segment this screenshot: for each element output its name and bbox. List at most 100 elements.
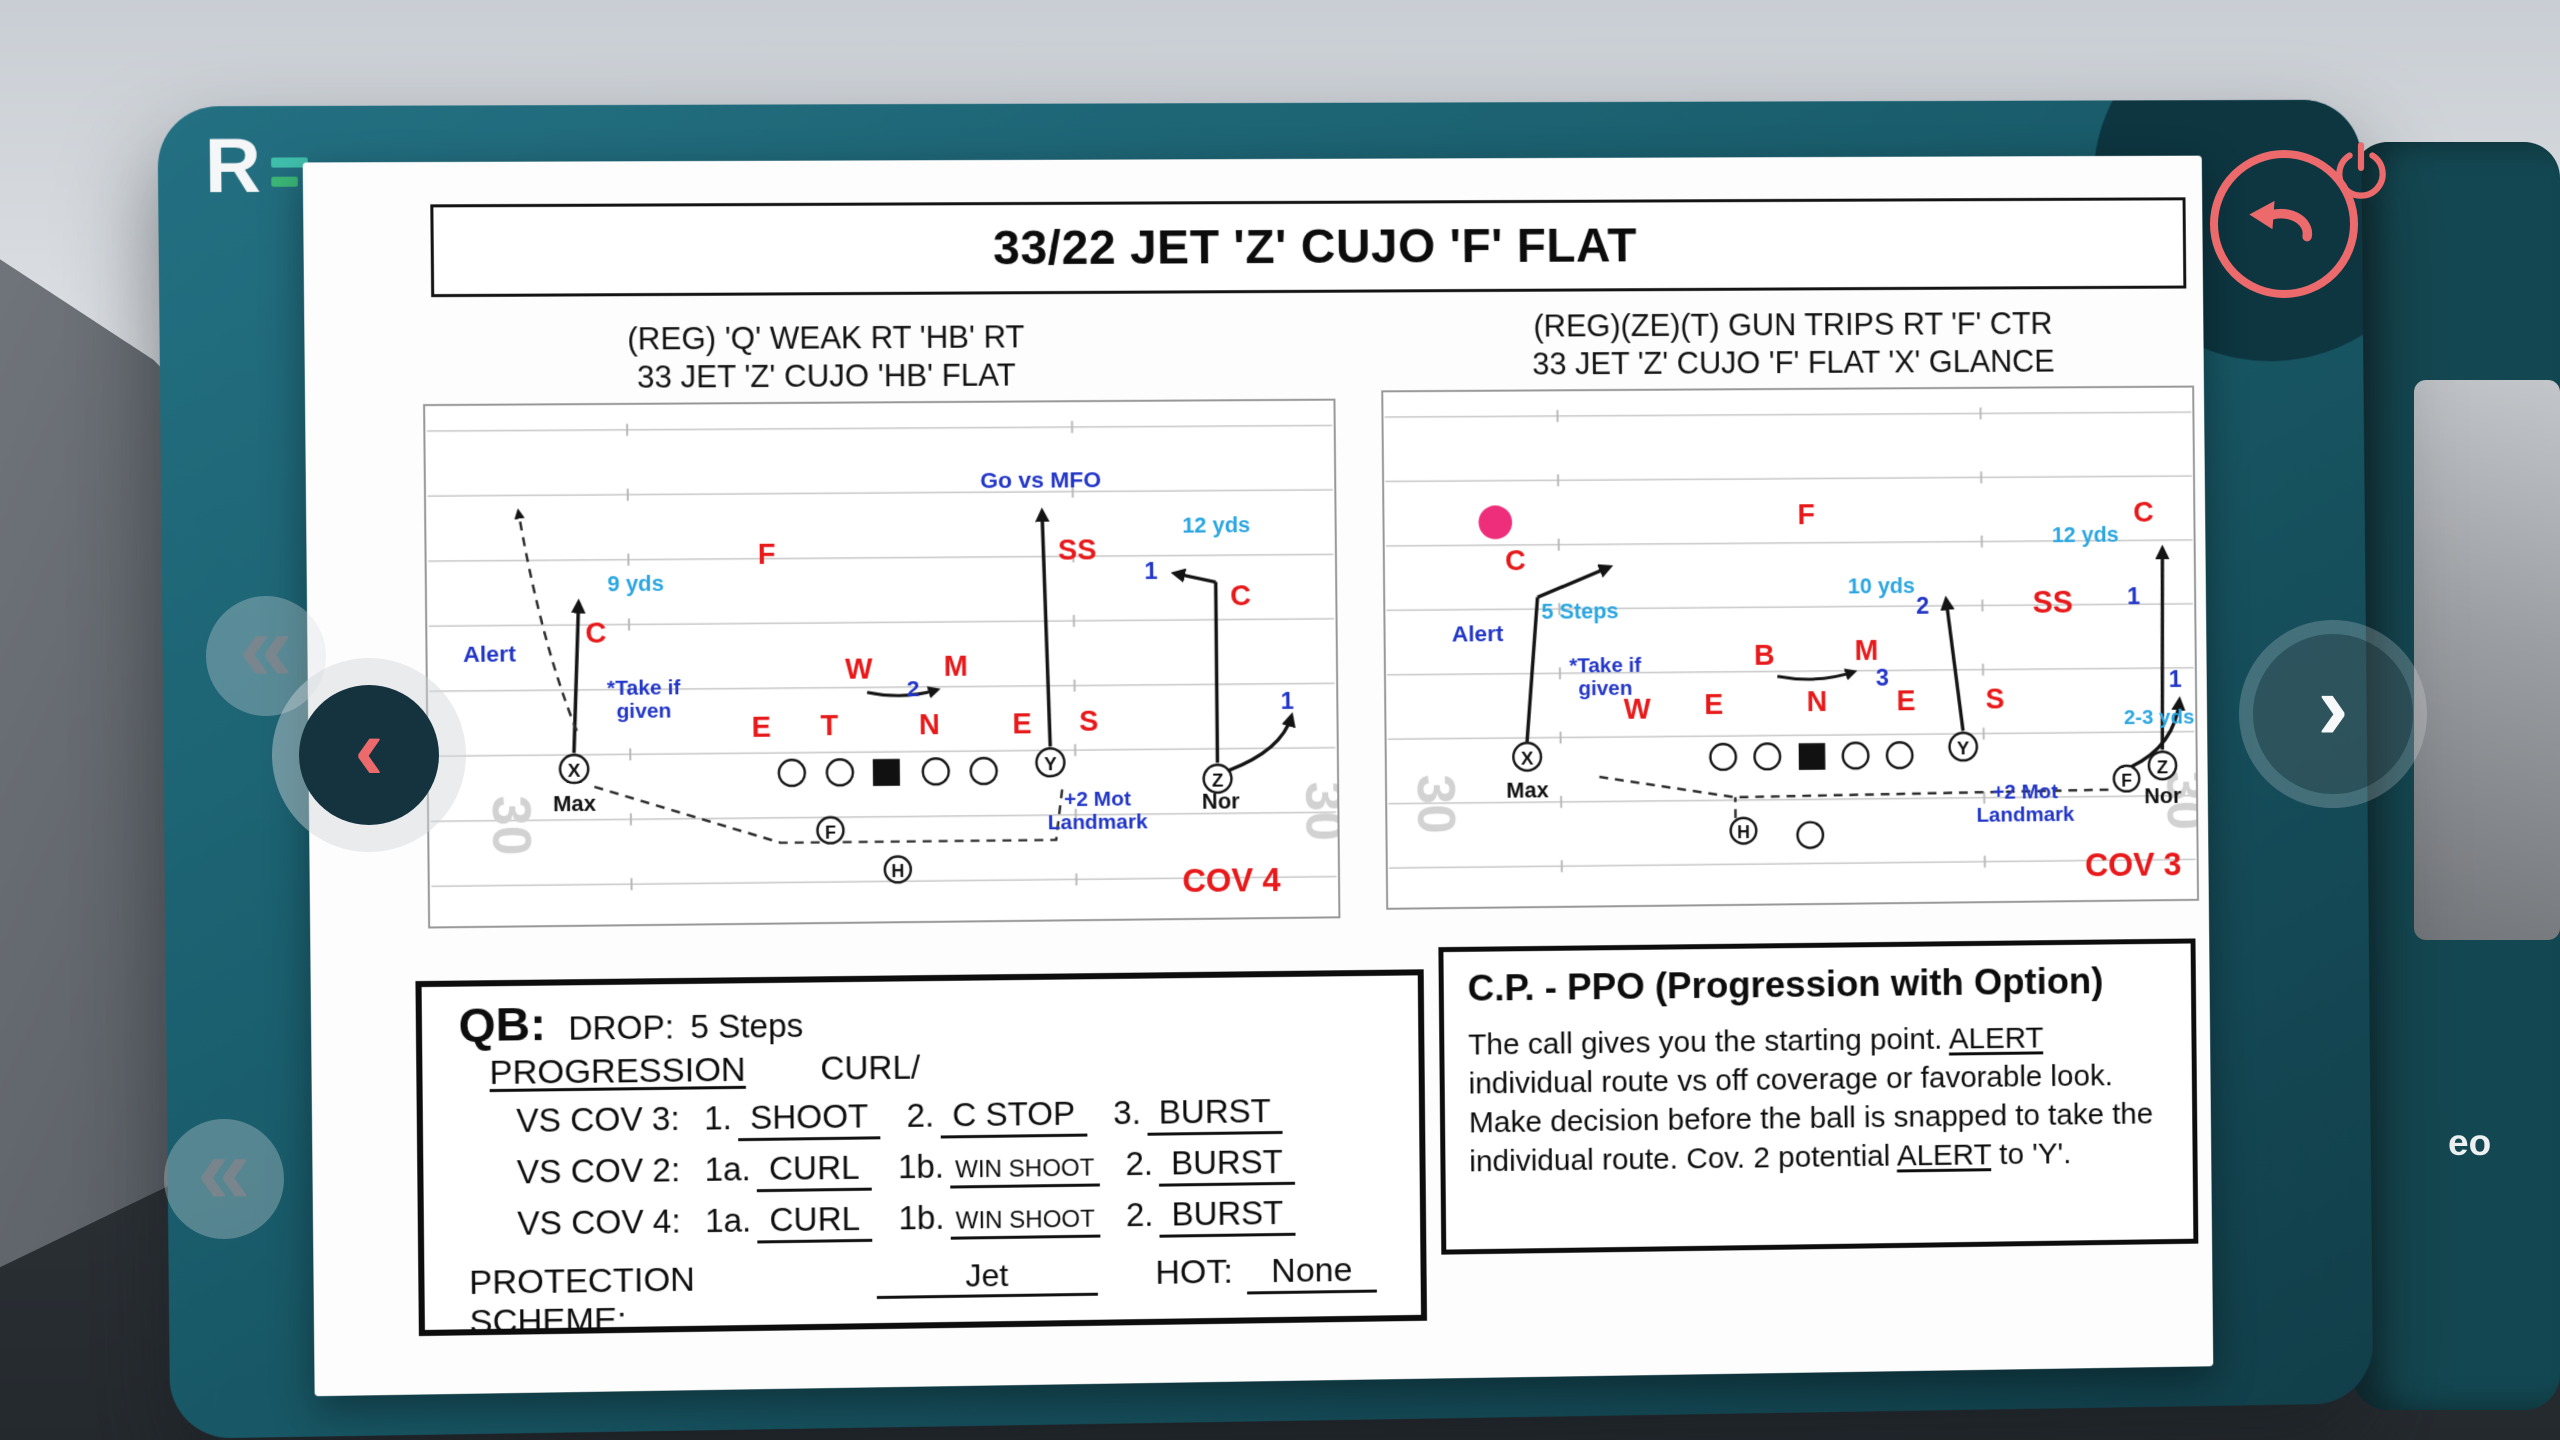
defender-s: S [1985,683,2004,715]
alert-note: Alert [463,640,516,667]
defender-e1: E [752,712,772,744]
two-three-yds-note: 2-3 yds [2124,706,2195,729]
nor-label: Nor [1202,788,1240,813]
cp-body-text: The call gives you the starting point. [1468,1022,1950,1062]
row-value: CURL [756,1148,872,1193]
flat-number: 1 [1281,688,1294,715]
max-label: Max [1506,777,1549,802]
protection-label: PROTECTION SCHEME: [468,1260,696,1342]
motion-dot [1478,505,1513,540]
row-value: WIN SHOOT [949,1154,1100,1189]
receiver-z [1201,763,1233,794]
next-page-button[interactable]: › [2253,634,2413,794]
row-num: 1a. [704,1201,752,1240]
prev-page-button[interactable]: ‹ [299,685,439,825]
progression-line: PROGRESSION CURL/ [489,1043,1393,1094]
coaching-point-box: C.P. - PPO (Progression with Option) The… [1438,938,2199,1255]
take-if-note-1: *Take if [1569,654,1642,677]
skip-back-upper-button[interactable]: « [206,594,326,716]
side-panel: eo [2352,142,2560,1410]
app-logo: R [204,123,308,210]
tightend-y [1949,733,1977,761]
defender-w: W [845,653,873,685]
playbook-panel: R 33/22 JET 'Z' CUJO 'F' FLAT (REG) 'Q' … [157,100,2373,1439]
seam-number: 1 [1144,558,1158,585]
video-thumbnail[interactable] [2414,380,2560,940]
go-vs-mfo-note: Go vs MFO [980,467,1101,494]
defender-e2: E [1012,709,1032,741]
right-play-heading: (REG)(ZE)(T) GUN TRIPS RT 'F' CTR 33 JET… [1390,304,2194,384]
tightend-y-label: Y [1044,754,1057,775]
max-label: Max [553,791,597,816]
back-f [2114,766,2140,792]
play-title: 33/22 JET 'Z' CUJO 'F' FLAT [430,197,2187,298]
curl-note: CURL/ [820,1048,921,1087]
defender-ss: SS [1058,534,1097,566]
field-lines [1384,388,2195,908]
receiver-x [1513,743,1541,771]
row-num: 1a. [704,1150,752,1188]
yard-number-left: 30 [481,795,542,856]
yard-number-right: 30 [2156,771,2197,831]
power-button[interactable] [2326,136,2396,206]
field-lines [427,401,1337,927]
playbook-page: 33/22 JET 'Z' CUJO 'F' FLAT (REG) 'Q' WE… [303,156,2214,1397]
progression-label: PROGRESSION [489,1050,746,1093]
left-play-heading: (REG) 'Q' WEAK RT 'HB' RT 33 JET 'Z' CUJ… [457,317,1194,397]
defender-m: M [1854,635,1878,667]
back-h [885,856,911,882]
cp-alert-text: ALERT [1948,1021,2044,1056]
logo-text: R [204,123,262,210]
take-if-note-1: *Take if [607,676,682,700]
alert-note: Alert [1452,620,1504,646]
left-heading-line2: 33 JET 'Z' CUJO 'HB' FLAT [636,357,1016,395]
right-heading-line2: 33 JET 'Z' CUJO 'F' FLAT 'X' GLANCE [1532,343,2055,382]
back-button[interactable] [2210,150,2358,298]
row-value: C STOP [940,1094,1088,1139]
back-h [1731,818,1757,844]
defender-m: M [944,651,968,683]
drop-value: 5 Steps [690,1006,804,1046]
offense-line [779,758,997,787]
coverage-label: COV 3 [2085,846,2182,884]
routes [518,506,1292,845]
drop-label: DROP: [568,1008,675,1047]
row-value: BURST [1159,1193,1296,1238]
mid-number: 3 [1876,664,1889,691]
cp-body-text: to 'Y'. [1990,1137,2072,1172]
hot-value: None [1246,1250,1377,1295]
take-if-note-2: given [616,699,671,723]
left-play-diagram: 30 30 [423,399,1340,929]
nine-yds-note: 9 yds [607,570,664,595]
tightend-y [1036,748,1064,776]
cp-body: The call gives you the starting point. A… [1468,1017,2169,1181]
coverage-label: COV 4 [1182,861,1281,899]
defender-f: F [758,539,776,571]
power-icon [2336,142,2386,199]
row-num: 3. [1113,1093,1142,1132]
double-chevron-left-icon: « [239,594,293,701]
chevron-left-icon: ‹ [354,699,384,798]
go-number: 1 [2127,584,2140,611]
side-panel-label: eo [2448,1122,2492,1163]
left-heading-line1: (REG) 'Q' WEAK RT 'HB' RT [627,319,1025,357]
row-label: VS COV 3: [516,1099,680,1140]
defender-c-left: C [1505,545,1526,577]
row-num: 2. [906,1096,935,1134]
back-h-label: H [891,861,904,881]
mot-landmark-1: +2 Mot [1992,780,2058,803]
twelve-yds-note: 12 yds [1182,512,1250,537]
cp-alert-text: ALERT [1896,1138,1992,1173]
mot-landmark-2: Landmark [1048,810,1148,834]
receiver-x-label: X [1521,749,1534,770]
mid-number: 2 [907,675,920,701]
progression-row-cov3: VS COV 3: 1. SHOOT 2. C STOP 3. BURST [516,1091,1393,1145]
row-label: VS COV 4: [517,1202,681,1242]
protection-value: Jet [876,1255,1098,1300]
twelve-yds-note: 12 yds [2052,522,2119,547]
skip-back-lower-button[interactable]: « [164,1117,284,1239]
row-num: 1b. [897,1147,945,1186]
seam-number: 2 [1916,593,1929,620]
five-steps-note: 5 Steps [1541,599,1618,624]
row-value: WIN SHOOT [950,1205,1101,1240]
